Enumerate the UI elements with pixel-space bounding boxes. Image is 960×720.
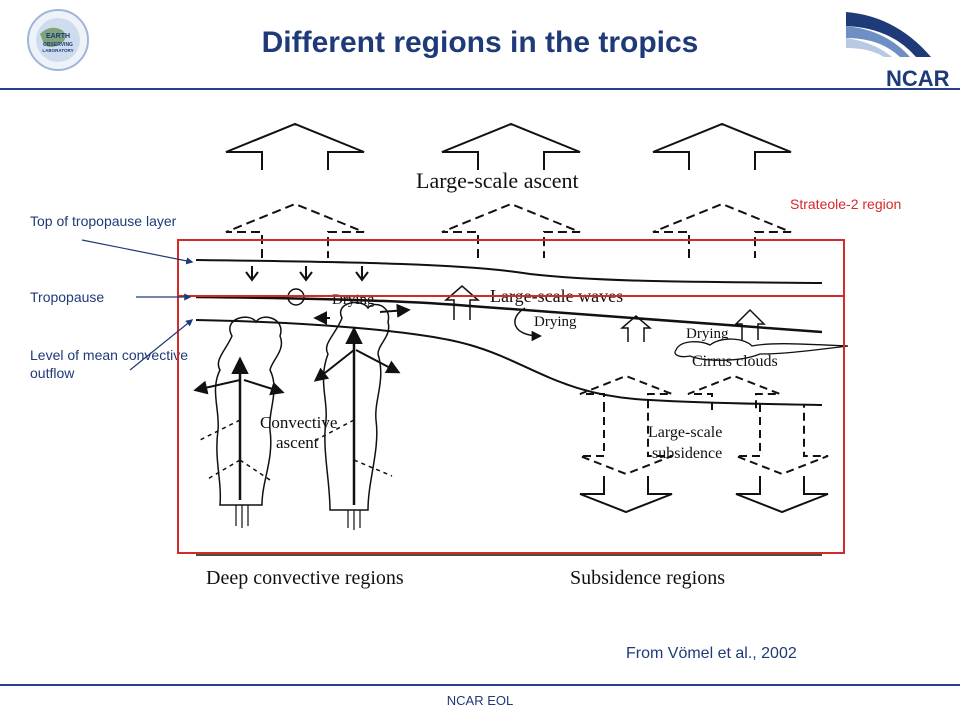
large-scale-ascent-arrows <box>225 122 792 258</box>
cirrus-clouds-text: Cirrus clouds <box>692 353 778 370</box>
wave-curl-arrow <box>514 307 543 342</box>
citation: From Vömel et al., 2002 <box>626 645 797 662</box>
subsidence-arrow-lower-right <box>735 404 829 476</box>
ascent-arrow-3-upper <box>652 122 792 170</box>
pointer-convective-outflow <box>129 319 194 371</box>
footer-text: NCAR EOL <box>446 693 514 708</box>
convective-tower-2 <box>313 301 401 530</box>
subsidence-arrows <box>579 374 829 514</box>
svg-text:OBSERVING: OBSERVING <box>43 42 73 48</box>
label-top-of-tropopause-layer: Top of tropopause layer <box>30 213 177 229</box>
deep-convective-regions-text: Deep convective regions <box>206 567 404 589</box>
header-rule <box>0 88 960 90</box>
ascent-arrow-2-upper <box>441 122 581 170</box>
cirrus-cloud <box>674 338 849 361</box>
convective-ascent-text-1: Convective <box>260 413 337 432</box>
label-tropopause: Tropopause <box>30 289 105 305</box>
ascent-arrow-3-lower <box>652 202 792 258</box>
subsidence-arrow-bottom-right <box>735 476 829 514</box>
wave-up-arrows <box>444 285 766 342</box>
large-scale-ascent-text: Large-scale ascent <box>416 168 579 193</box>
strateole-region-label: Strateole-2 region <box>790 196 902 212</box>
ncar-logo-text: NCAR <box>886 66 950 91</box>
subsidence-arrow-upper-right <box>687 374 781 410</box>
drying-text-2: Drying <box>534 314 577 330</box>
pointer-top-of-tropopause-layer <box>81 239 194 265</box>
strateole-region-box-lower <box>177 295 845 554</box>
subsidence-regions-text: Subsidence regions <box>570 567 725 589</box>
large-scale-subsidence-text-1: Large-scale <box>648 424 722 441</box>
subsidence-arrow-upper-left <box>579 374 673 410</box>
footer-rule <box>0 684 960 686</box>
svg-text:LABORATORY: LABORATORY <box>42 48 73 53</box>
convective-ascent-text-2: ascent <box>276 433 319 452</box>
page-title: Different regions in the tropics <box>261 26 699 59</box>
ncar-logo: NCAR <box>836 2 956 92</box>
svg-text:EARTH: EARTH <box>46 33 70 40</box>
ascent-arrow-1-upper <box>225 122 365 170</box>
subsidence-arrow-lower-left <box>579 404 673 476</box>
drying-text-3: Drying <box>686 326 729 342</box>
top-of-tropopause-layer-line <box>195 259 823 284</box>
label-convective-outflow: Level of mean convective outflow <box>30 347 188 381</box>
subsidence-arrow-bottom-left <box>579 476 673 514</box>
ascent-arrow-1-lower <box>225 202 365 258</box>
outflow-arrow-right <box>379 303 411 318</box>
drying-text-1: Drying <box>332 292 375 308</box>
small-down-arrows <box>245 266 369 282</box>
large-scale-subsidence-text-2: subsidence <box>652 445 722 462</box>
convective-tower-1 <box>193 316 285 528</box>
ascent-arrow-2-lower <box>441 202 581 258</box>
earth-observing-laboratory-logo: EARTH OBSERVING LABORATORY <box>10 4 110 82</box>
